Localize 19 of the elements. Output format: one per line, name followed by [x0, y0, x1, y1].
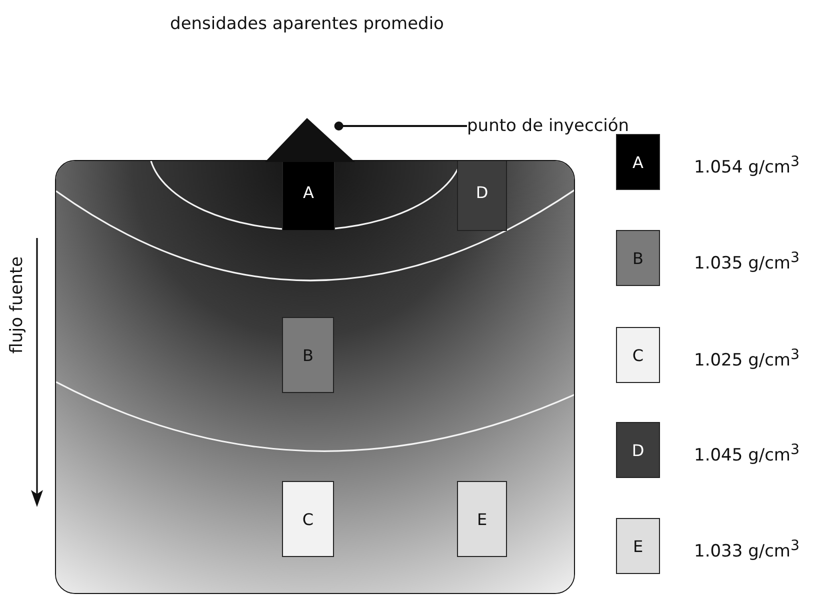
sample-zone: D — [457, 161, 507, 231]
density-value: 1.045 g/cm$^{3}$ — [694, 441, 800, 468]
legend-swatch: E — [616, 518, 660, 574]
title: densidades aparentes promedio — [169, 14, 445, 34]
mold-cavity — [55, 160, 575, 594]
legend-swatch: B — [616, 230, 660, 286]
density-value: 1.035 g/cm$^{3}$ — [694, 249, 800, 276]
sample-zone: A — [282, 161, 335, 231]
density-value: 1.054 g/cm$^{3}$ — [694, 153, 800, 180]
density-value: 1.025 g/cm$^{3}$ — [694, 346, 800, 373]
density-value: 1.033 g/cm$^{3}$ — [694, 537, 800, 564]
legend-swatch: D — [616, 422, 660, 478]
legend-swatch: C — [616, 327, 660, 383]
sample-zone: C — [282, 481, 334, 557]
sample-zone: E — [457, 481, 507, 557]
legend-swatch: A — [616, 134, 660, 190]
sample-zone: B — [282, 317, 334, 393]
leader-line — [334, 122, 467, 130]
axis-label: flujo fuente — [6, 255, 28, 356]
